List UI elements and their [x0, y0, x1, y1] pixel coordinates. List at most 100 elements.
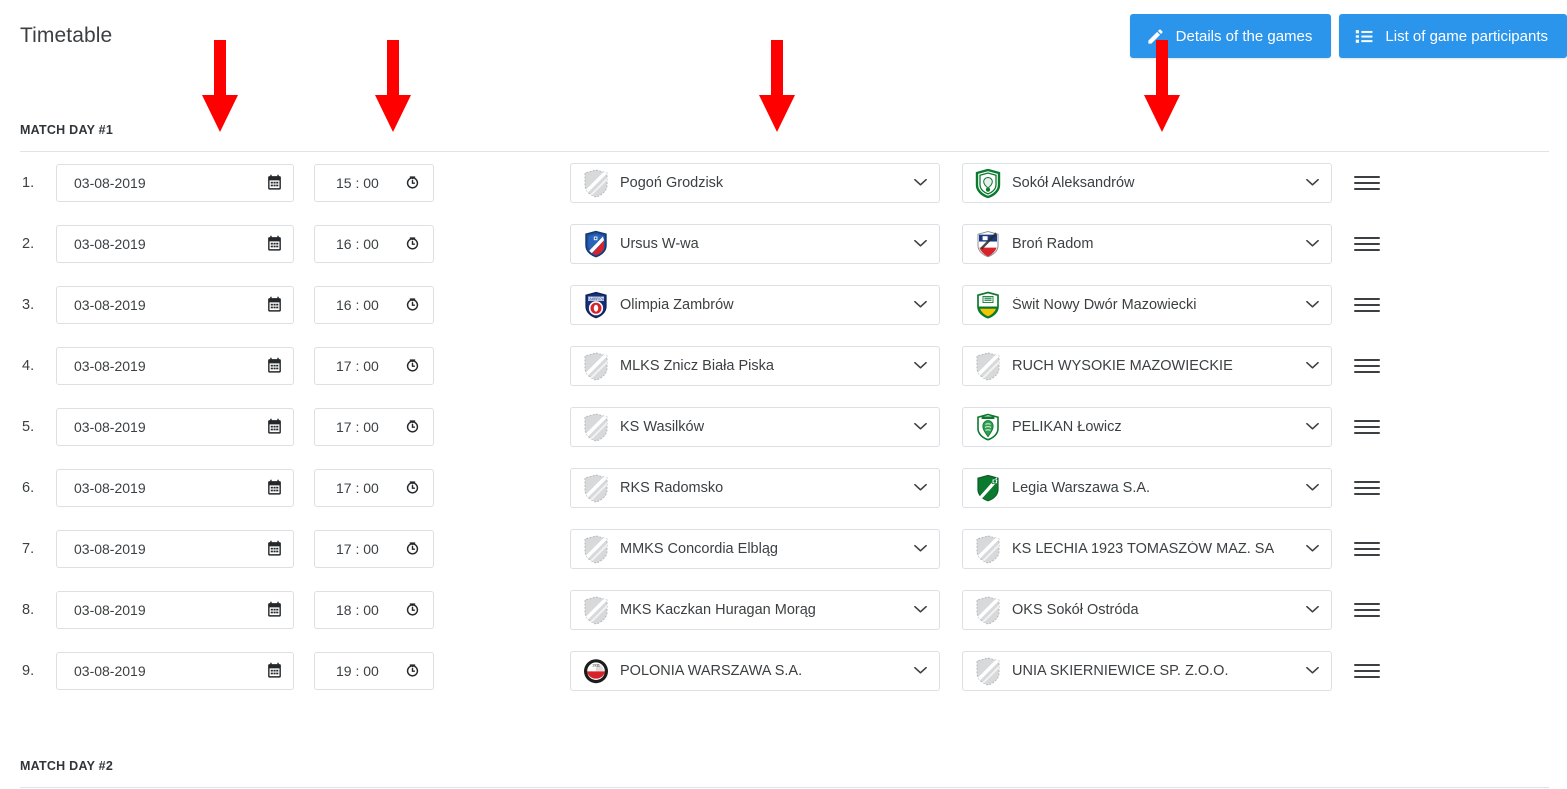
details-of-the-games-button[interactable]: Details of the games: [1129, 14, 1332, 58]
matchday-2-label: MATCH DAY #2: [20, 759, 114, 773]
date-field[interactable]: 03-08-2019: [56, 224, 294, 263]
matchday-1-label: MATCH DAY #1: [20, 123, 114, 137]
clock-icon[interactable]: [404, 235, 421, 252]
clock-icon[interactable]: [404, 418, 421, 435]
home-team-select[interactable]: 1911 POLONIA WARSZAWA S.A.: [570, 650, 940, 691]
table-row: 6. 03-08-2019 17 : 00: [0, 457, 1567, 518]
home-team-select[interactable]: MLKS Znicz Biała Piska: [570, 345, 940, 386]
date-field[interactable]: 03-08-2019: [56, 529, 294, 568]
clock-icon[interactable]: [404, 662, 421, 679]
home-team-select[interactable]: RKS Radomsko: [570, 467, 940, 508]
calendar-icon[interactable]: [266, 235, 283, 252]
drag-handle-icon[interactable]: [1354, 415, 1380, 439]
away-team-select[interactable]: PELIKAN Łowicz: [962, 406, 1332, 447]
time-field[interactable]: 19 : 00: [314, 651, 434, 690]
chevron-down-icon[interactable]: [1306, 483, 1319, 492]
chevron-down-icon[interactable]: [1306, 239, 1319, 248]
home-team-select[interactable]: MKS Kaczkan Huragan Morąg: [570, 589, 940, 630]
home-team-select[interactable]: Ursus W-wa: [570, 223, 940, 264]
chevron-down-icon[interactable]: [914, 605, 927, 614]
drag-handle-icon[interactable]: [1354, 232, 1380, 256]
home-team-name: MKS Kaczkan Huragan Morąg: [620, 601, 816, 618]
clock-icon[interactable]: [404, 357, 421, 374]
date-field[interactable]: 03-08-2019: [56, 590, 294, 629]
away-team-select[interactable]: Sokół Aleksandrów: [962, 162, 1332, 203]
date-field[interactable]: 03-08-2019: [56, 163, 294, 202]
clock-icon[interactable]: [404, 296, 421, 313]
list-of-game-participants-button[interactable]: List of game participants: [1339, 14, 1567, 58]
chevron-down-icon[interactable]: [914, 483, 927, 492]
away-team-select[interactable]: KS LECHIA 1923 TOMASZÓW MAZ. SA: [962, 528, 1332, 569]
home-team-crest-icon: [583, 534, 609, 564]
away-team-name: UNIA SKIERNIEWICE SP. Z.O.O.: [1012, 662, 1229, 679]
time-field[interactable]: 15 : 00: [314, 163, 434, 202]
time-field[interactable]: 17 : 00: [314, 468, 434, 507]
time-field[interactable]: 16 : 00: [314, 285, 434, 324]
chevron-down-icon[interactable]: [1306, 544, 1319, 553]
clock-icon[interactable]: [404, 174, 421, 191]
table-row: 8. 03-08-2019 18 : 00: [0, 579, 1567, 640]
clock-icon[interactable]: [404, 601, 421, 618]
chevron-down-icon[interactable]: [914, 422, 927, 431]
time-field[interactable]: 17 : 00: [314, 529, 434, 568]
away-team-crest-icon: [975, 656, 1001, 686]
calendar-icon[interactable]: [266, 296, 283, 313]
clock-icon[interactable]: [404, 479, 421, 496]
home-team-select[interactable]: Pogoń Grodzisk: [570, 162, 940, 203]
calendar-icon[interactable]: [266, 357, 283, 374]
drag-handle-icon[interactable]: [1354, 171, 1380, 195]
away-team-select[interactable]: Legia Warszawa S.A.: [962, 467, 1332, 508]
away-team-select[interactable]: RUCH WYSOKIE MAZOWIECKIE: [962, 345, 1332, 386]
chevron-down-icon[interactable]: [1306, 422, 1319, 431]
row-index: 3.: [22, 296, 35, 313]
drag-handle-icon[interactable]: [1354, 476, 1380, 500]
date-field[interactable]: 03-08-2019: [56, 285, 294, 324]
chevron-down-icon[interactable]: [914, 300, 927, 309]
chevron-down-icon[interactable]: [914, 178, 927, 187]
home-team-select[interactable]: ZAMBRÓW Olimpia Zambrów: [570, 284, 940, 325]
chevron-down-icon[interactable]: [914, 666, 927, 675]
date-value: 03-08-2019: [74, 662, 146, 679]
chevron-down-icon[interactable]: [1306, 178, 1319, 187]
table-row: 1. 03-08-2019 15 : 00: [0, 152, 1567, 213]
calendar-icon[interactable]: [266, 418, 283, 435]
calendar-icon[interactable]: [266, 174, 283, 191]
away-team-select[interactable]: Broń Radom: [962, 223, 1332, 264]
date-field[interactable]: 03-08-2019: [56, 346, 294, 385]
drag-handle-icon[interactable]: [1354, 537, 1380, 561]
time-field[interactable]: 17 : 00: [314, 346, 434, 385]
calendar-icon[interactable]: [266, 601, 283, 618]
date-field[interactable]: 03-08-2019: [56, 468, 294, 507]
time-field[interactable]: 17 : 00: [314, 407, 434, 446]
svg-text:ZAMBRÓW: ZAMBRÓW: [587, 296, 605, 301]
arrow-pointing-to-time-column: [374, 40, 412, 140]
away-team-select[interactable]: UNIA SKIERNIEWICE SP. Z.O.O.: [962, 650, 1332, 691]
away-team-select[interactable]: Świt Nowy Dwór Mazowiecki: [962, 284, 1332, 325]
row-index: 1.: [22, 174, 35, 191]
home-team-select[interactable]: KS Wasilków: [570, 406, 940, 447]
chevron-down-icon[interactable]: [1306, 666, 1319, 675]
chevron-down-icon[interactable]: [1306, 605, 1319, 614]
drag-handle-icon[interactable]: [1354, 293, 1380, 317]
chevron-down-icon[interactable]: [914, 361, 927, 370]
away-team-select[interactable]: OKS Sokół Ostróda: [962, 589, 1332, 630]
date-field[interactable]: 03-08-2019: [56, 651, 294, 690]
calendar-icon[interactable]: [266, 479, 283, 496]
clock-icon[interactable]: [404, 540, 421, 557]
time-value: 19 : 00: [336, 662, 379, 679]
date-value: 03-08-2019: [74, 296, 146, 313]
home-team-select[interactable]: MMKS Concordia Elbląg: [570, 528, 940, 569]
time-field[interactable]: 16 : 00: [314, 224, 434, 263]
away-team-crest-icon: [975, 291, 1001, 319]
drag-handle-icon[interactable]: [1354, 598, 1380, 622]
calendar-icon[interactable]: [266, 662, 283, 679]
chevron-down-icon[interactable]: [914, 239, 927, 248]
time-field[interactable]: 18 : 00: [314, 590, 434, 629]
chevron-down-icon[interactable]: [1306, 361, 1319, 370]
drag-handle-icon[interactable]: [1354, 354, 1380, 378]
calendar-icon[interactable]: [266, 540, 283, 557]
chevron-down-icon[interactable]: [1306, 300, 1319, 309]
chevron-down-icon[interactable]: [914, 544, 927, 553]
date-field[interactable]: 03-08-2019: [56, 407, 294, 446]
drag-handle-icon[interactable]: [1354, 659, 1380, 683]
